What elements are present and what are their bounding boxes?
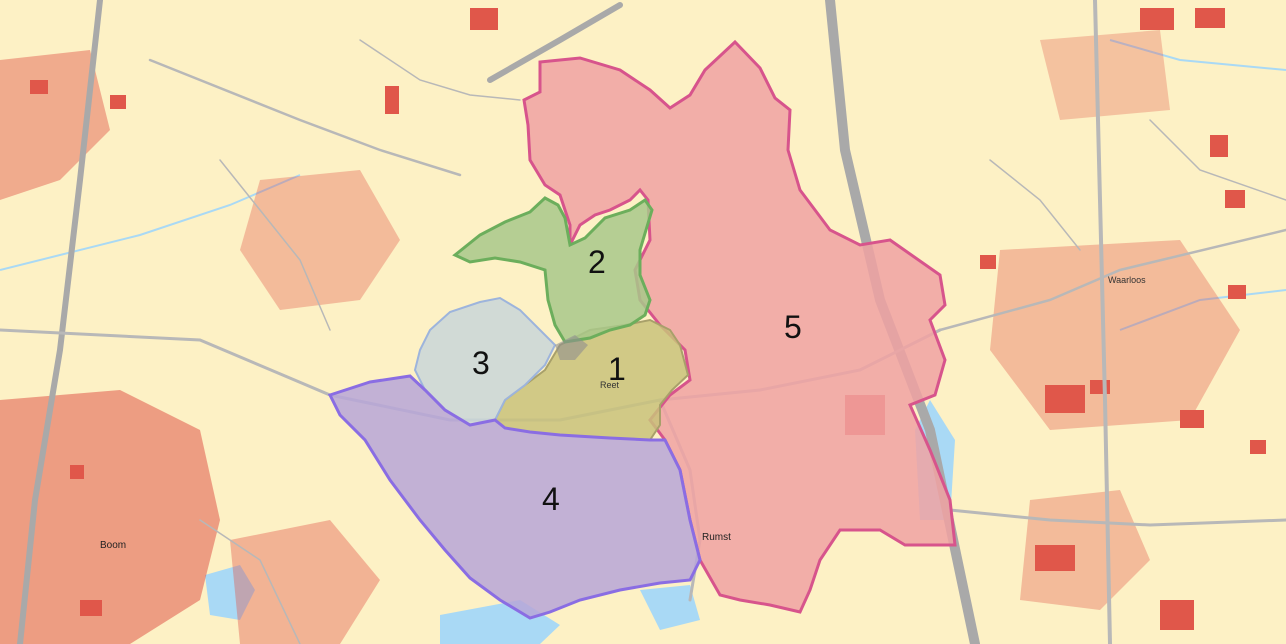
- building: [1045, 385, 1085, 413]
- main-road: [938, 228, 1286, 332]
- building: [1160, 600, 1194, 630]
- water-stream: [1109, 39, 1286, 71]
- buildings-layer: [0, 8, 1266, 644]
- main-road: [148, 58, 462, 177]
- place-label-boom: Boom: [100, 540, 126, 551]
- place-label-reet: Reet: [600, 380, 620, 390]
- building: [1195, 8, 1225, 28]
- water-stream: [1119, 289, 1286, 331]
- building: [1250, 440, 1266, 454]
- main-road: [487, 2, 623, 83]
- zone-5-label: 5: [784, 309, 802, 345]
- building: [1210, 135, 1228, 157]
- building: [70, 465, 84, 479]
- building-cluster: [1040, 30, 1170, 120]
- place-label-rumst: Rumst: [702, 532, 731, 543]
- building-cluster: [990, 240, 1240, 430]
- building: [1090, 380, 1110, 394]
- zone-4-area[interactable]: [327, 374, 702, 620]
- building-cluster: [0, 390, 220, 644]
- zone-3-area[interactable]: [413, 296, 557, 427]
- minor-road: [989, 159, 1081, 251]
- building: [1228, 285, 1246, 299]
- minor-road: [1149, 119, 1286, 201]
- building: [385, 86, 399, 114]
- building: [110, 95, 126, 109]
- water-pond: [205, 565, 255, 620]
- zone-1-label: 1: [608, 351, 626, 387]
- building: [470, 8, 498, 30]
- railway: [17, 0, 103, 644]
- zone-3-label: 3: [472, 345, 490, 381]
- building-cluster: [0, 50, 110, 200]
- zone-5-area[interactable]: [522, 39, 957, 614]
- zone-2-label: 2: [588, 244, 606, 280]
- main-road: [948, 508, 1286, 527]
- building: [1225, 190, 1245, 208]
- minor-road: [359, 39, 521, 101]
- building: [30, 80, 48, 94]
- building: [1035, 545, 1075, 571]
- building-cluster: [230, 520, 380, 644]
- minor-road: [199, 519, 301, 644]
- building: [1140, 8, 1174, 30]
- building-cluster: [240, 170, 400, 310]
- zone-4-label: 4: [542, 481, 560, 517]
- minor-road: [219, 159, 331, 331]
- place-label-waarloos: Waarloos: [1108, 275, 1146, 285]
- zone-2-area[interactable]: [452, 196, 654, 344]
- water-pond: [640, 585, 700, 630]
- zone-overlap-patch: [555, 335, 588, 360]
- building: [1180, 410, 1204, 428]
- building: [80, 600, 102, 616]
- building: [980, 255, 996, 269]
